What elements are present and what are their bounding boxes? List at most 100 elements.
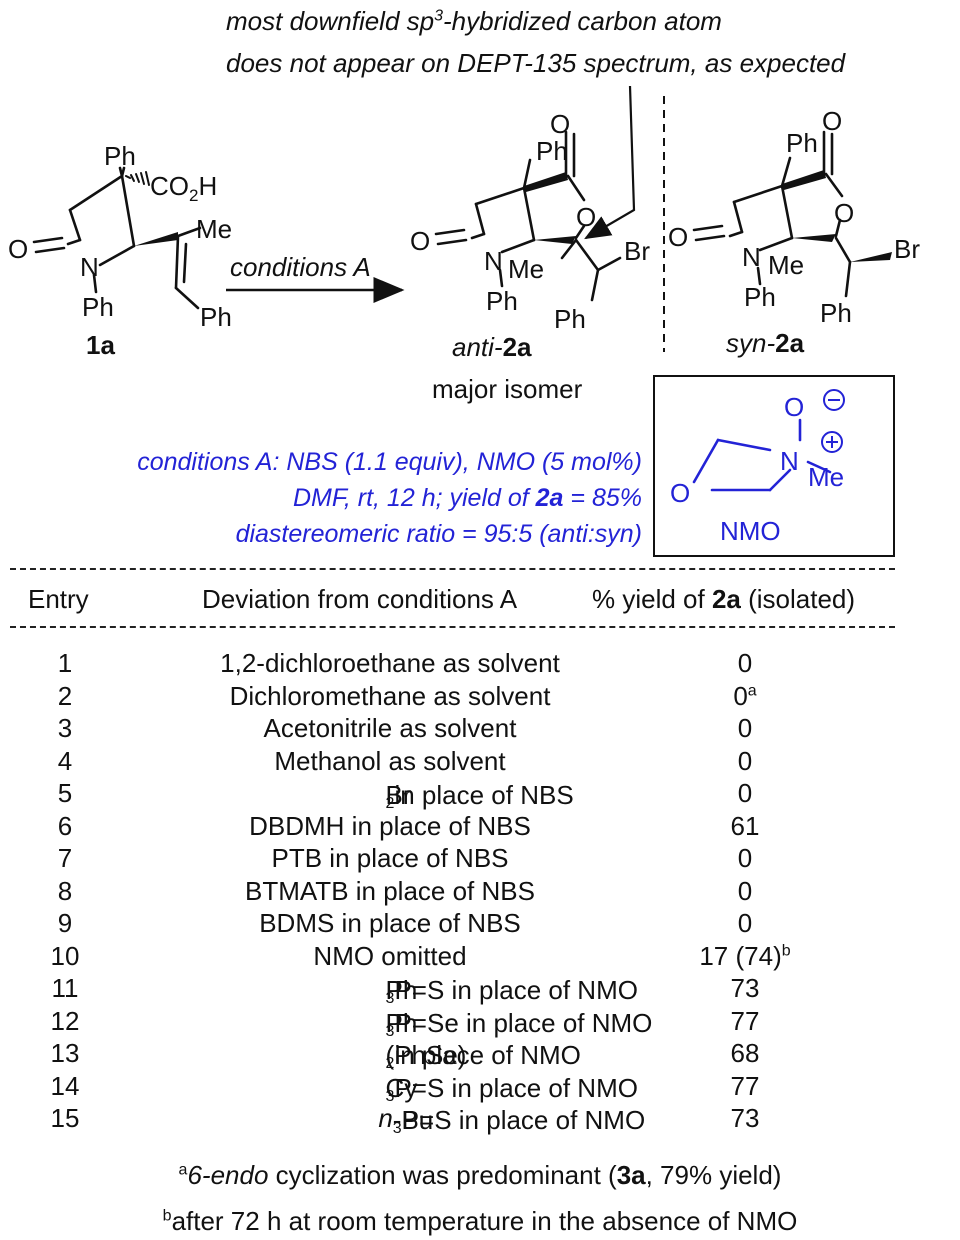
charge-plus-icon xyxy=(821,431,843,453)
cell-entry: 11 xyxy=(51,973,79,1003)
cell-entry: 7 xyxy=(57,843,73,873)
label-n-anti: N xyxy=(484,246,503,276)
label-me-anti: Me xyxy=(508,254,544,284)
conditions-line-2: DMF, rt, 12 h; yield of 2a = 85% xyxy=(292,484,642,512)
cell-deviation: Dichloromethane as solvent xyxy=(229,680,551,711)
cell-yield: 0 xyxy=(737,713,753,743)
cell-entry: 6 xyxy=(57,810,73,841)
label-o-nmo: O xyxy=(784,392,804,422)
label-o-syn-carbonyl: O xyxy=(822,106,842,136)
cell-yield: 0 xyxy=(737,908,753,938)
cell-entry: 8 xyxy=(57,875,73,906)
compound-label-anti-2a: anti-2a xyxy=(452,332,532,362)
label-ph-syn-n: Ph xyxy=(744,282,776,312)
label-ph-anti-side: Ph xyxy=(554,304,586,334)
annotation-line-1: most downfield sp3-hybridized carbon ato… xyxy=(226,6,722,36)
footnote-b: bafter 72 h at room temperature in the a… xyxy=(162,1206,798,1236)
label-me-nmo: Me xyxy=(808,462,844,492)
table-top-rule xyxy=(10,568,895,570)
table-header-rule xyxy=(10,626,895,628)
compound-label-syn-2a: syn-2a xyxy=(726,328,805,358)
cell-deviation: NMO omitted xyxy=(313,940,467,971)
charge-minus-icon xyxy=(823,389,845,411)
label-ph-syn-side: Ph xyxy=(820,298,852,328)
label-o-anti-ring: O xyxy=(576,202,596,232)
cell-yield: 73 xyxy=(730,1103,760,1133)
label-o-syn-lactam: O xyxy=(668,222,688,252)
anti-major-note: major isomer xyxy=(432,374,583,404)
cell-entry: 13 xyxy=(50,1038,80,1068)
label-me-1a: Me xyxy=(196,214,232,244)
structure-anti-2a xyxy=(434,130,622,302)
cell-yield: 73 xyxy=(730,973,760,1003)
cell-entry: 2 xyxy=(57,680,73,711)
cell-entry: 1 xyxy=(57,648,73,678)
conditions-line-1: conditions A: NBS (1.1 equiv), NMO (5 mo… xyxy=(137,448,642,476)
cell-yield: 0a xyxy=(733,680,757,711)
label-n-nmo: N xyxy=(780,446,799,476)
table-row: 7 PTB in place of NBS 0 xyxy=(0,841,960,874)
cell-yield: 0 xyxy=(737,843,753,873)
label-ph-anti-n: Ph xyxy=(486,286,518,316)
cell-deviation: BDMS in place of NBS xyxy=(259,908,521,938)
label-n-syn: N xyxy=(742,242,761,272)
cell-deviation: 1,2-dichloroethane as solvent xyxy=(220,648,560,678)
annotation-arrow xyxy=(584,85,636,240)
footnote-a: a6-endo cyclization was predominant (3a,… xyxy=(178,1160,782,1190)
label-o-syn-ring: O xyxy=(834,198,854,228)
label-ph-1a-vinyl: Ph xyxy=(200,302,232,332)
cell-entry: 3 xyxy=(57,713,73,743)
header-yield: % yield of 2a (isolated) xyxy=(592,584,856,614)
table-row: 13 (PhSe)2 in place of NMO 68 xyxy=(0,1036,960,1072)
cell-yield: 0 xyxy=(737,745,753,776)
cell-yield: 0 xyxy=(737,875,753,906)
cell-entry: 10 xyxy=(50,940,80,971)
label-br-anti: Br xyxy=(624,236,650,266)
label-br-syn: Br xyxy=(894,234,920,264)
cell-yield: 77 xyxy=(730,1005,760,1036)
cell-yield: 0 xyxy=(737,778,753,808)
compound-label-1a: 1a xyxy=(86,330,115,360)
label-ph-1a-top: Ph xyxy=(104,141,136,171)
label-o-nmo-ring: O xyxy=(670,478,690,508)
cell-entry: 15 xyxy=(50,1103,80,1133)
cell-yield: 61 xyxy=(730,810,760,841)
cell-entry: 5 xyxy=(57,778,73,808)
cell-deviation: PTB in place of NBS xyxy=(271,843,509,873)
table-row: 4 Methanol as solvent 0 xyxy=(0,744,960,777)
arrow-label: conditions A xyxy=(230,252,371,282)
label-ph-1a-n: Ph xyxy=(82,292,114,322)
table-row: 6 DBDMH in place of NBS 61 xyxy=(0,809,960,842)
cell-deviation: (PhSe)2 in place of NMO xyxy=(385,1040,581,1073)
label-o-anti-carbonyl: O xyxy=(550,109,570,139)
cell-entry: 12 xyxy=(50,1005,80,1036)
cell-deviation: Acetonitrile as solvent xyxy=(263,713,517,743)
table-row: 2 Dichloromethane as solvent 0a xyxy=(0,679,960,712)
cell-entry: 14 xyxy=(50,1070,80,1101)
cell-deviation: Methanol as solvent xyxy=(274,745,506,776)
label-me-syn: Me xyxy=(768,250,804,280)
label-o-anti-lactam: O xyxy=(410,226,430,256)
structure-1a xyxy=(32,166,202,310)
header-entry: Entry xyxy=(28,584,89,614)
cell-deviation: DBDMH in place of NBS xyxy=(249,810,531,841)
reaction-scheme: Ph CO2H Me O N Ph Ph 1a conditions A Ph … xyxy=(8,85,920,557)
label-o-1a: O xyxy=(8,234,28,264)
structure-syn-2a xyxy=(692,130,892,298)
label-ph-syn-top: Ph xyxy=(786,128,818,158)
label-n-1a: N xyxy=(80,252,99,282)
structure-nmo xyxy=(692,418,832,492)
cell-entry: 4 xyxy=(57,745,73,776)
label-nmo: NMO xyxy=(720,516,781,546)
cell-yield: 68 xyxy=(730,1038,760,1068)
